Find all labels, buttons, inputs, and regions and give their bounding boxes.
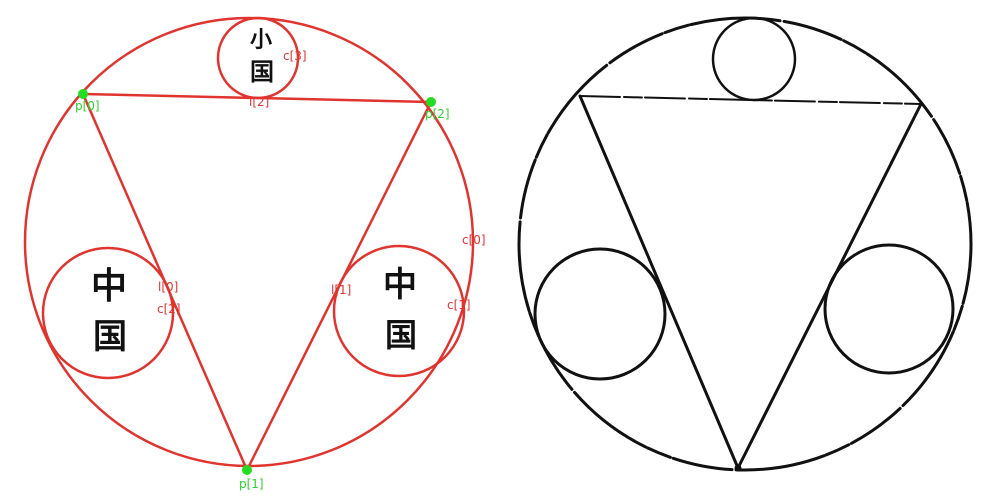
- label-c0: c[0]: [462, 233, 486, 247]
- label-c1: c[1]: [447, 298, 471, 312]
- glyph-left-2: 国: [93, 317, 127, 357]
- glyph-top-2: 国: [250, 57, 274, 86]
- inner-circle-top-annotated: [216, 16, 300, 100]
- label-l1: l[1]: [331, 283, 351, 297]
- vertex-point-p1: [242, 465, 252, 475]
- label-p2: p[2]: [425, 107, 450, 121]
- glyph-right-1: 中: [383, 265, 417, 305]
- inner-circle-right-ink: [823, 243, 955, 375]
- label-l0: l[0]: [158, 280, 178, 294]
- label-c3: c[3]: [283, 49, 307, 63]
- annotated-panel: 小 国 中 国 中 国 c[0] c[1] c[2] c[3] l[0] l[1…: [23, 16, 486, 491]
- inner-circle-right-annotated: [332, 244, 466, 378]
- vertex-point-p0: [78, 89, 88, 99]
- inner-circle-left-annotated: [41, 246, 175, 380]
- label-p1: p[1]: [239, 477, 264, 491]
- triangle-left-edge-ink: [578, 94, 740, 470]
- outer-circle-ink: [517, 16, 973, 472]
- inner-circle-top-ink: [711, 16, 797, 102]
- label-l2: l[2]: [249, 95, 269, 109]
- label-c2: c[2]: [157, 302, 181, 316]
- vertex-point-p2: [426, 97, 436, 107]
- bottom-vertex-ink: [734, 464, 742, 472]
- glyph-right-2: 国: [385, 316, 417, 354]
- glyph-top-1: 小: [250, 27, 272, 53]
- outer-circle-annotated: [23, 16, 475, 468]
- glyph-left-1: 中: [91, 265, 127, 307]
- ink-panel: [517, 16, 973, 472]
- label-p0: p[0]: [75, 99, 100, 113]
- inner-circle-left-ink: [533, 247, 667, 381]
